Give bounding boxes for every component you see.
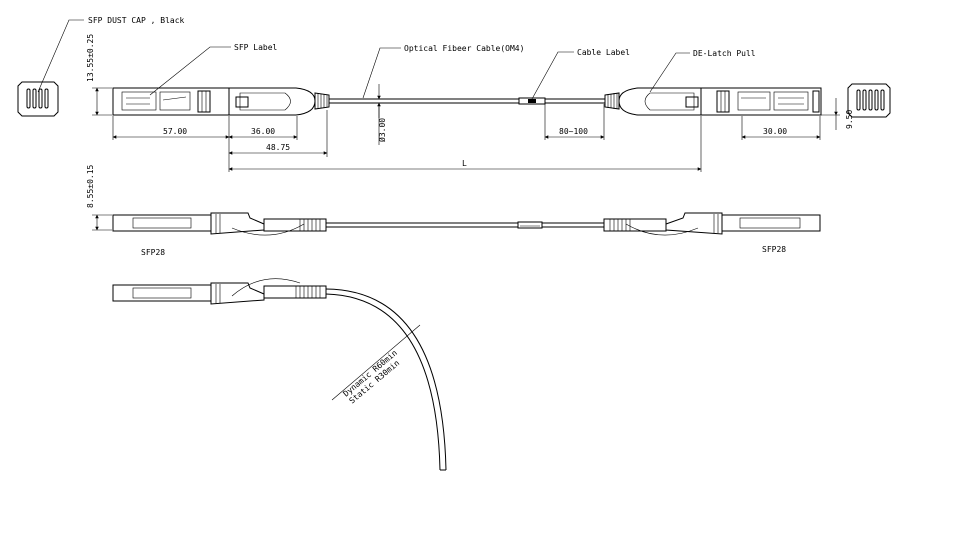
callout-optical-cable: Optical Fibeer Cable(OM4) [404,44,524,53]
cable-top-view [329,97,605,105]
dim-9-50: 9.50 [845,110,854,129]
dim-57: 57.00 [163,127,187,136]
callout-leaders [37,19,690,100]
dimension-lines [92,84,840,172]
dim-36: 36.00 [251,127,275,136]
dim-length-l: L [462,159,467,168]
bend-view [112,278,447,471]
callout-cable-label: Cable Label [577,48,630,57]
dim-side-height: 8.55±0.15 [86,164,95,208]
dim-30: 30.00 [763,127,787,136]
dim-48-75: 48.75 [266,143,290,152]
callout-dust-cap: SFP DUST CAP , Black [88,16,185,25]
right-module-top-view [604,87,822,116]
side-label-left: SFP28 [141,248,165,257]
callout-delatch-pull: DE-Latch Pull [693,49,756,58]
side-label-right: SFP28 [762,245,786,254]
dim-cap-height: 13.55±0.25 [86,34,95,82]
dust-cap-left [17,81,59,117]
callout-sfp-label: SFP Label [234,43,278,52]
dust-cap-right [847,83,891,118]
dim-diameter: Ø3.00 [377,118,387,142]
left-module-top-view [112,87,330,116]
dim-80-100: 80~100 [559,127,588,136]
side-view [92,212,821,236]
